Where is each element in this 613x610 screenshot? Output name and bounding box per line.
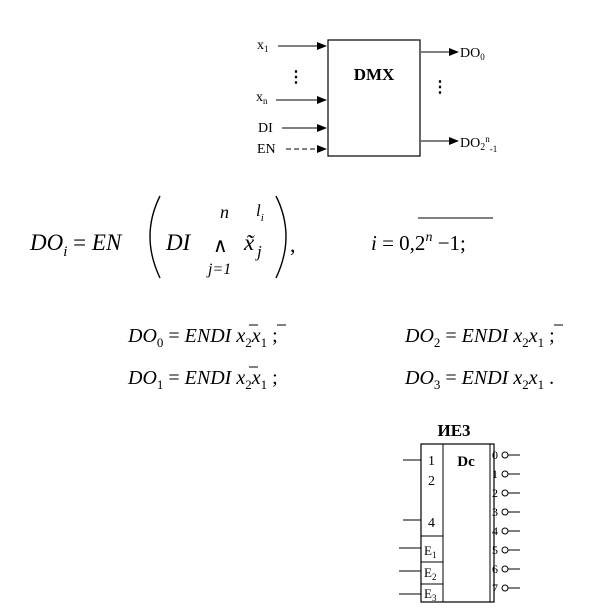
chip-out-7-bubble [501,584,509,592]
formula-do1: DO1 = ENDI x2x1 ; [127,367,278,392]
formula-lhs: DOi = EN [29,230,123,260]
chip-out-4-bubble [501,527,509,535]
chip-out-5-bubble [501,546,509,554]
chip-out-3: 3 [492,505,498,519]
dmx-title: DMX [354,65,395,84]
input-vdots: ⋮ [288,69,304,86]
chip-out-6: 6 [492,562,498,576]
output-formulas: DO0 = ENDI x2x1 ; DO1 = ENDI x2x1 ; DO2 … [127,324,563,392]
formula-comma: , [290,232,296,257]
chip-label: Dc [457,454,475,470]
chip-e1: E1 [424,543,436,560]
chip-e3: E3 [424,586,437,603]
formula-do0: DO0 = ENDI x2x1 ; [127,325,278,350]
input-x1-label: x1 [257,38,269,54]
chip-e2: E2 [424,565,436,582]
formula-left-paren [149,195,161,279]
formula-j: j [255,242,262,261]
input-di-label: DI [258,121,273,136]
chip-out-1-bubble [501,470,509,478]
chip-addr-inputs: 1 2 4 [403,454,435,531]
formula-right-paren [275,195,287,279]
formula-n: n [220,202,229,222]
main-formula: DOi = EN DI n ∧ j=1 x̃ li j , i = 0,2n −… [29,195,493,279]
formula-x: x̃ [243,230,256,255]
formula-di: DI [165,230,192,255]
chip-out-5: 5 [492,543,498,557]
formula-i-range: i = 0,2n −1; [371,230,466,255]
chip-ie3: ИЕ3 Dc 1 2 4 E1 E2 E3 0 1 2 [399,421,520,603]
input-xn-label: xn [256,90,268,106]
dmx-box [327,39,421,157]
chip-out-2: 2 [492,486,498,500]
chip-out-2-bubble [501,489,509,497]
chip-addr-2: 2 [428,474,435,489]
chip-out-1: 1 [492,467,498,481]
chip-out-0-bubble [501,451,509,459]
chip-outputs: 0 1 2 3 4 5 6 7 [492,448,520,595]
dmx-block: DMX x1 ⋮ xn DI EN DO0 ⋮ DO2n-1 [256,38,497,157]
output-vdots: ⋮ [432,79,448,96]
input-en-label: EN [257,142,276,157]
chip-out-7: 7 [492,581,498,595]
formula-and: ∧ [213,235,228,257]
chip-out-6-bubble [501,565,509,573]
chip-out-0: 0 [492,448,498,462]
chip-out-4: 4 [492,524,498,538]
formula-j1: j=1 [206,261,231,278]
chip-addr-1: 1 [428,454,435,469]
chip-addr-4: 4 [428,516,435,531]
formula-li: li [256,201,264,224]
formula-do3: DO3 = ENDI x2x1 . [404,367,554,392]
chip-name: ИЕ3 [437,421,470,440]
chip-body [420,443,495,603]
output-dolast-label: DO2n-1 [460,134,497,154]
chip-out-3-bubble [501,508,509,516]
formula-do2: DO2 = ENDI x2x1 ; [404,325,555,350]
output-do0-label: DO0 [460,46,485,62]
